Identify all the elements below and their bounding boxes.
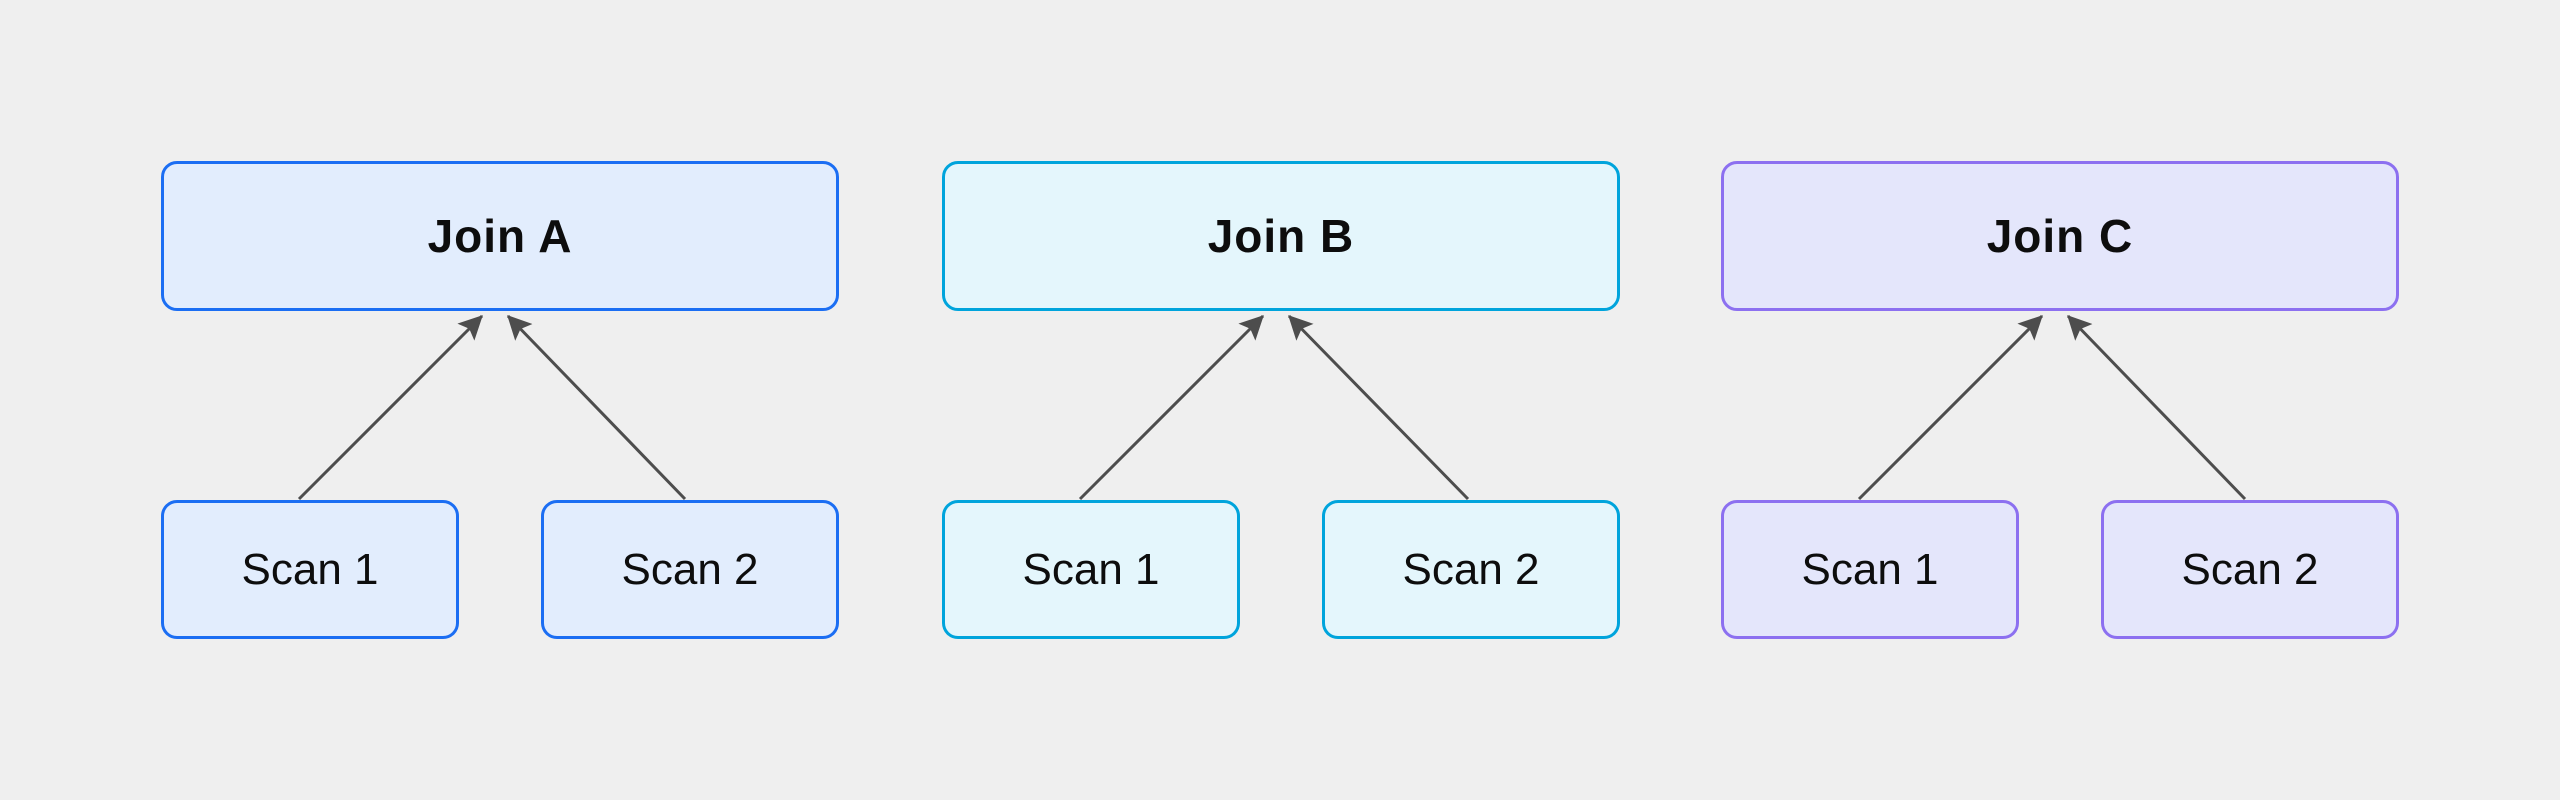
scan-node-a1-label: Scan 1 bbox=[241, 544, 379, 594]
arrow-scan1-to-join-b bbox=[1078, 314, 1265, 501]
join-node-b: Join B bbox=[942, 161, 1620, 311]
scan-node-b2-label: Scan 2 bbox=[1402, 544, 1540, 594]
scan-node-b2: Scan 2 bbox=[1322, 500, 1620, 639]
join-node-a: Join A bbox=[161, 161, 839, 311]
arrow-scan1-to-join-c bbox=[1857, 314, 2044, 501]
scan-node-a1: Scan 1 bbox=[161, 500, 459, 639]
arrow-scan2-to-join-a bbox=[506, 314, 687, 501]
scan-node-a2: Scan 2 bbox=[541, 500, 839, 639]
join-node-b-label: Join B bbox=[1207, 210, 1355, 262]
scan-node-c1: Scan 1 bbox=[1721, 500, 2019, 639]
scan-node-c1-label: Scan 1 bbox=[1801, 544, 1939, 594]
scan-node-b1-label: Scan 1 bbox=[1022, 544, 1160, 594]
join-node-a-label: Join A bbox=[427, 210, 573, 262]
scan-node-c2-label: Scan 2 bbox=[2181, 544, 2319, 594]
join-node-c-label: Join C bbox=[1986, 210, 2134, 262]
arrow-scan1-to-join-a bbox=[297, 314, 484, 501]
scan-node-c2: Scan 2 bbox=[2101, 500, 2399, 639]
scan-node-a2-label: Scan 2 bbox=[621, 544, 759, 594]
join-node-c: Join C bbox=[1721, 161, 2399, 311]
arrow-scan2-to-join-c bbox=[2066, 314, 2247, 501]
arrow-scan2-to-join-b bbox=[1287, 314, 1470, 501]
scan-node-b1: Scan 1 bbox=[942, 500, 1240, 639]
